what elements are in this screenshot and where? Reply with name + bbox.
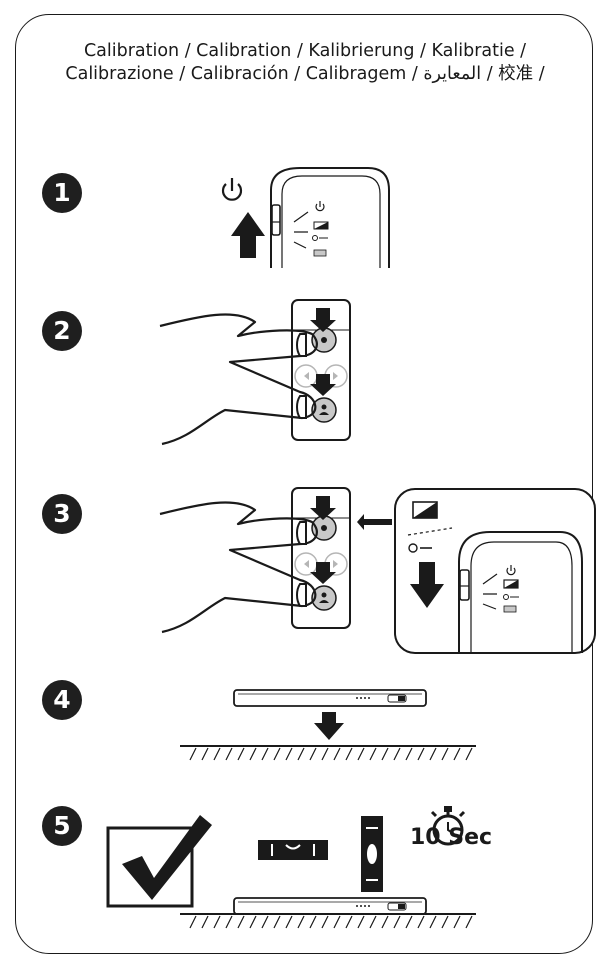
- step-badge-3: 3: [42, 494, 82, 534]
- step-1-illustration: [221, 167, 390, 268]
- step-badge-1: 1: [42, 173, 82, 213]
- level-icon-vertical: [361, 816, 383, 892]
- step-3-illustration: [158, 487, 596, 654]
- stopwatch-icon: [430, 806, 466, 846]
- step-badge-4: 4: [42, 680, 82, 720]
- step-badge-2: 2: [42, 311, 82, 351]
- timer-label: 10 Sec: [410, 825, 493, 850]
- page-title: Calibration / Calibration / Kalibrierung…: [30, 40, 580, 86]
- step-badge-5: 5: [42, 806, 82, 846]
- title-line-1: Calibration / Calibration / Kalibrierung…: [83, 41, 527, 61]
- arrow-down-icon: [410, 562, 444, 608]
- step-5-illustration: [106, 806, 476, 929]
- arrow-down-icon-4: [314, 712, 344, 740]
- illustrations: [106, 167, 596, 929]
- power-icon: [221, 178, 243, 201]
- step-4-illustration: [180, 689, 476, 761]
- step-2-illustration: [158, 299, 351, 446]
- title-line-2: Calibrazione / Calibración / Calibragem …: [65, 64, 545, 84]
- level-icon: [258, 840, 328, 860]
- arrow-up-icon: [231, 212, 265, 258]
- checkmark-icon: [122, 815, 212, 900]
